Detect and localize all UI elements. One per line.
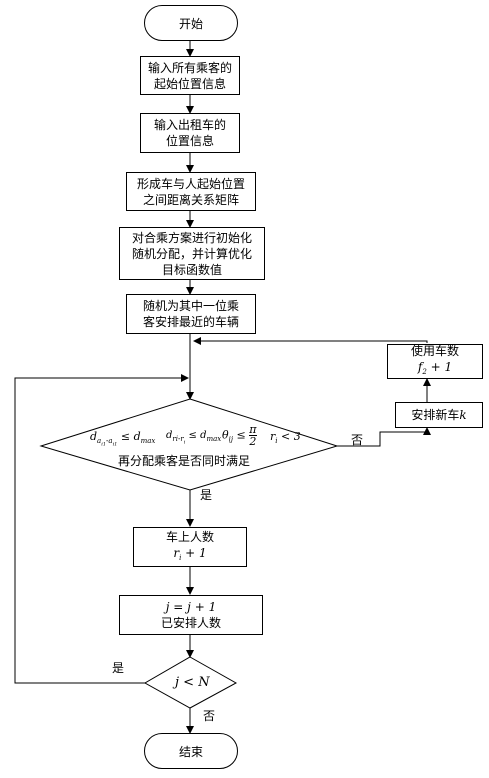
init-assign-box: 对合乘方案进行初始化 随机分配，并计算优化 目标函数值 bbox=[119, 227, 265, 280]
loop-diamond bbox=[143, 656, 238, 709]
car-people-formula: ri + 1 bbox=[173, 545, 207, 562]
condition-distance-1: dai1-ai1 ≤ dmax bbox=[90, 430, 156, 448]
input-passengers-line1: 输入所有乘客的 bbox=[147, 60, 232, 75]
input-passengers-box: 输入所有乘客的 起始位置信息 bbox=[140, 56, 240, 95]
start-label: 开始 bbox=[178, 16, 203, 31]
end-label: 结束 bbox=[178, 744, 203, 759]
input-passengers-line2: 起始位置信息 bbox=[153, 76, 226, 91]
loop-condition: j < N bbox=[175, 675, 210, 690]
init-assign-line1: 对合乘方案进行初始化 bbox=[131, 230, 252, 245]
input-taxis-line2: 位置信息 bbox=[165, 134, 214, 148]
input-taxis-line1: 输入出租车的 bbox=[153, 118, 226, 132]
car-count-box: 使用车数 f2 + 1 bbox=[387, 344, 483, 379]
init-assign-line2: 随机分配，并计算优化 bbox=[131, 246, 252, 261]
label-yes-left: 是 bbox=[112, 661, 125, 675]
car-count-label: 使用车数 bbox=[410, 344, 459, 358]
arrow-condition-yes-loop bbox=[14, 374, 189, 684]
init-assign-line3: 目标函数值 bbox=[161, 262, 222, 277]
decision-question: 再分配乘客是否同时满足 bbox=[118, 454, 251, 468]
j-increment-formula: j = j + 1 bbox=[165, 600, 217, 614]
new-car-box: 安排新车k bbox=[395, 402, 483, 428]
distance-matrix-box: 形成车与人起始位置 之间距离关系矩阵 bbox=[126, 172, 256, 211]
random-assign-line2: 客安排最近的车辆 bbox=[142, 315, 239, 329]
distance-matrix-line2: 之间距离关系矩阵 bbox=[142, 192, 239, 207]
random-assign-box: 随机为其中一位乘 客安排最近的车辆 bbox=[126, 294, 256, 334]
car-people-label: 车上人数 bbox=[165, 529, 214, 544]
new-car-label: 安排新车k bbox=[411, 408, 467, 422]
condition-distance-2: dri-ri ≤ dmax bbox=[166, 430, 222, 446]
label-no-down: 否 bbox=[203, 709, 216, 723]
label-no-right: 否 bbox=[351, 433, 364, 447]
car-people-box: 车上人数 ri + 1 bbox=[133, 527, 247, 567]
distance-matrix-line1: 形成车与人起始位置 bbox=[136, 176, 245, 191]
label-yes-down: 是 bbox=[200, 488, 213, 502]
random-assign-line1: 随机为其中一位乘 bbox=[142, 299, 239, 313]
arrow-count-to-loop bbox=[193, 337, 428, 345]
arrow-decision-no bbox=[337, 427, 431, 447]
end-terminal: 结束 bbox=[144, 733, 238, 769]
arranged-count-label: 已安排人数 bbox=[160, 616, 221, 630]
input-taxis-box: 输入出租车的 位置信息 bbox=[140, 113, 240, 153]
car-count-formula: f2 + 1 bbox=[417, 360, 453, 376]
start-terminal: 开始 bbox=[144, 5, 238, 41]
condition-capacity: ri < 3 bbox=[270, 430, 301, 445]
j-increment-box: j = j + 1 已安排人数 bbox=[119, 595, 263, 635]
decision-diamond bbox=[39, 398, 339, 491]
